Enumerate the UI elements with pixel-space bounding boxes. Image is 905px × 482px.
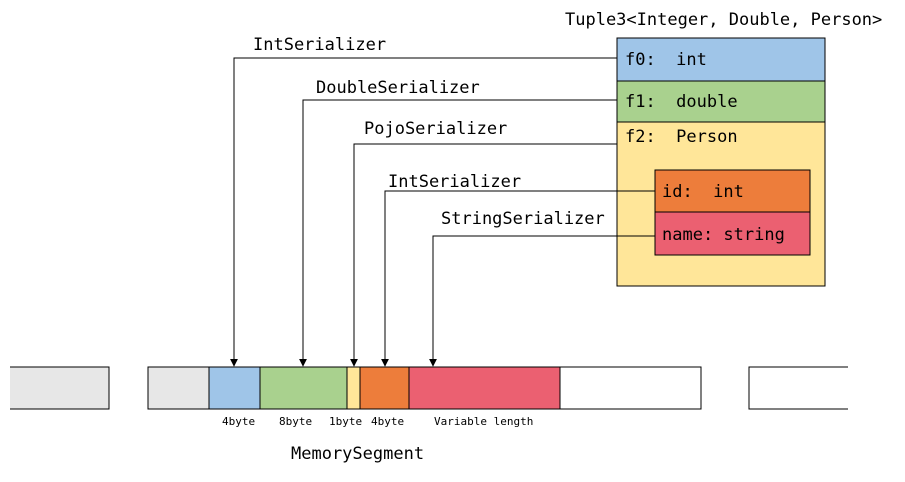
memory-filler-left-border xyxy=(10,366,110,410)
serializer-label-double: DoubleSerializer xyxy=(316,78,480,98)
person-field-name-box xyxy=(654,211,811,256)
memory-filler-left xyxy=(10,367,109,409)
person-field-id-box xyxy=(654,169,811,213)
person-field-name-label: name: string xyxy=(662,225,785,245)
size-label-double: 8byte xyxy=(279,415,312,428)
field-f0-label: f0: int xyxy=(625,50,707,70)
memory-segment-string xyxy=(408,366,561,410)
connector-string xyxy=(429,235,655,367)
person-field-id-label: id: int xyxy=(662,182,744,202)
memory-segment-int-f0 xyxy=(208,366,261,410)
serializer-label-string: StringSerializer xyxy=(441,209,605,229)
memory-filler-right xyxy=(748,366,848,410)
memory-segment-double xyxy=(259,366,348,410)
memory-segment-title: MemorySegment xyxy=(291,444,424,464)
memory-segment-post xyxy=(559,366,702,410)
connector-double xyxy=(299,99,617,367)
field-f1-box xyxy=(616,80,826,123)
serializer-label-int-f0: IntSerializer xyxy=(253,35,386,55)
connector-int-id xyxy=(381,190,655,367)
memory-segment-pojo xyxy=(346,366,361,410)
field-f0-box xyxy=(616,37,826,82)
size-label-int-f0: 4byte xyxy=(222,415,255,428)
field-f1-label: f1: double xyxy=(625,92,738,112)
connector-pojo xyxy=(350,143,617,367)
tuple-type-title: Tuple3<Integer, Double, Person> xyxy=(565,10,882,30)
size-label-pojo: 1byte xyxy=(329,415,362,428)
connector-int-f0 xyxy=(230,57,617,367)
memory-segment-pre xyxy=(147,366,210,410)
memory-segment-int-id xyxy=(359,366,410,410)
serializer-label-pojo: PojoSerializer xyxy=(364,119,507,139)
field-f2-label: f2: Person xyxy=(625,127,738,147)
serializer-label-int-id: IntSerializer xyxy=(388,172,521,192)
size-label-int-id: 4byte xyxy=(371,415,404,428)
size-label-string: Variable length xyxy=(434,415,533,428)
